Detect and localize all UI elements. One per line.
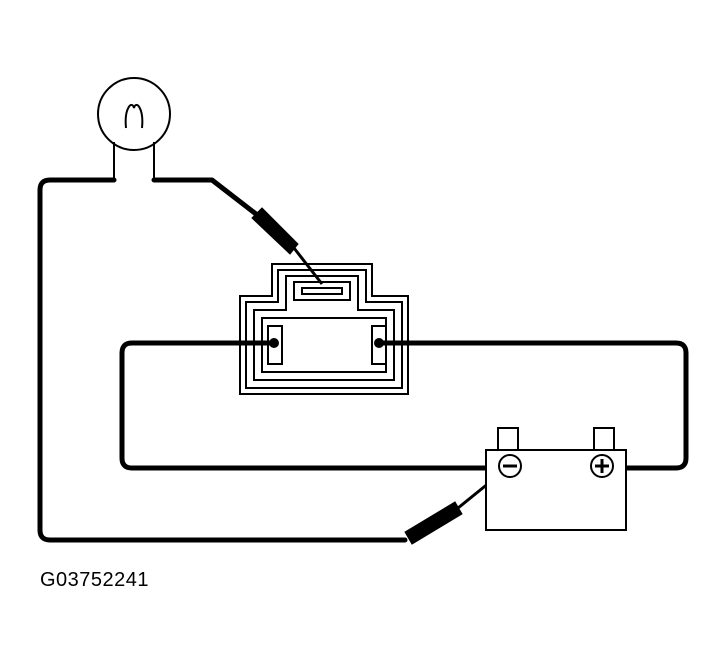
two-pin-connector-icon <box>239 263 409 395</box>
wire-lamp-to-battery-probe <box>37 177 408 543</box>
test-lamp-bulb-icon <box>97 77 171 180</box>
wire-connector-loop <box>119 340 493 471</box>
battery-icon <box>485 427 627 531</box>
figure-code: G03752241 <box>40 569 150 591</box>
wire-lamp-to-connector-probe <box>151 177 259 217</box>
wire-connector-to-battery-positive <box>379 340 689 471</box>
test-probe-icon <box>251 207 324 285</box>
